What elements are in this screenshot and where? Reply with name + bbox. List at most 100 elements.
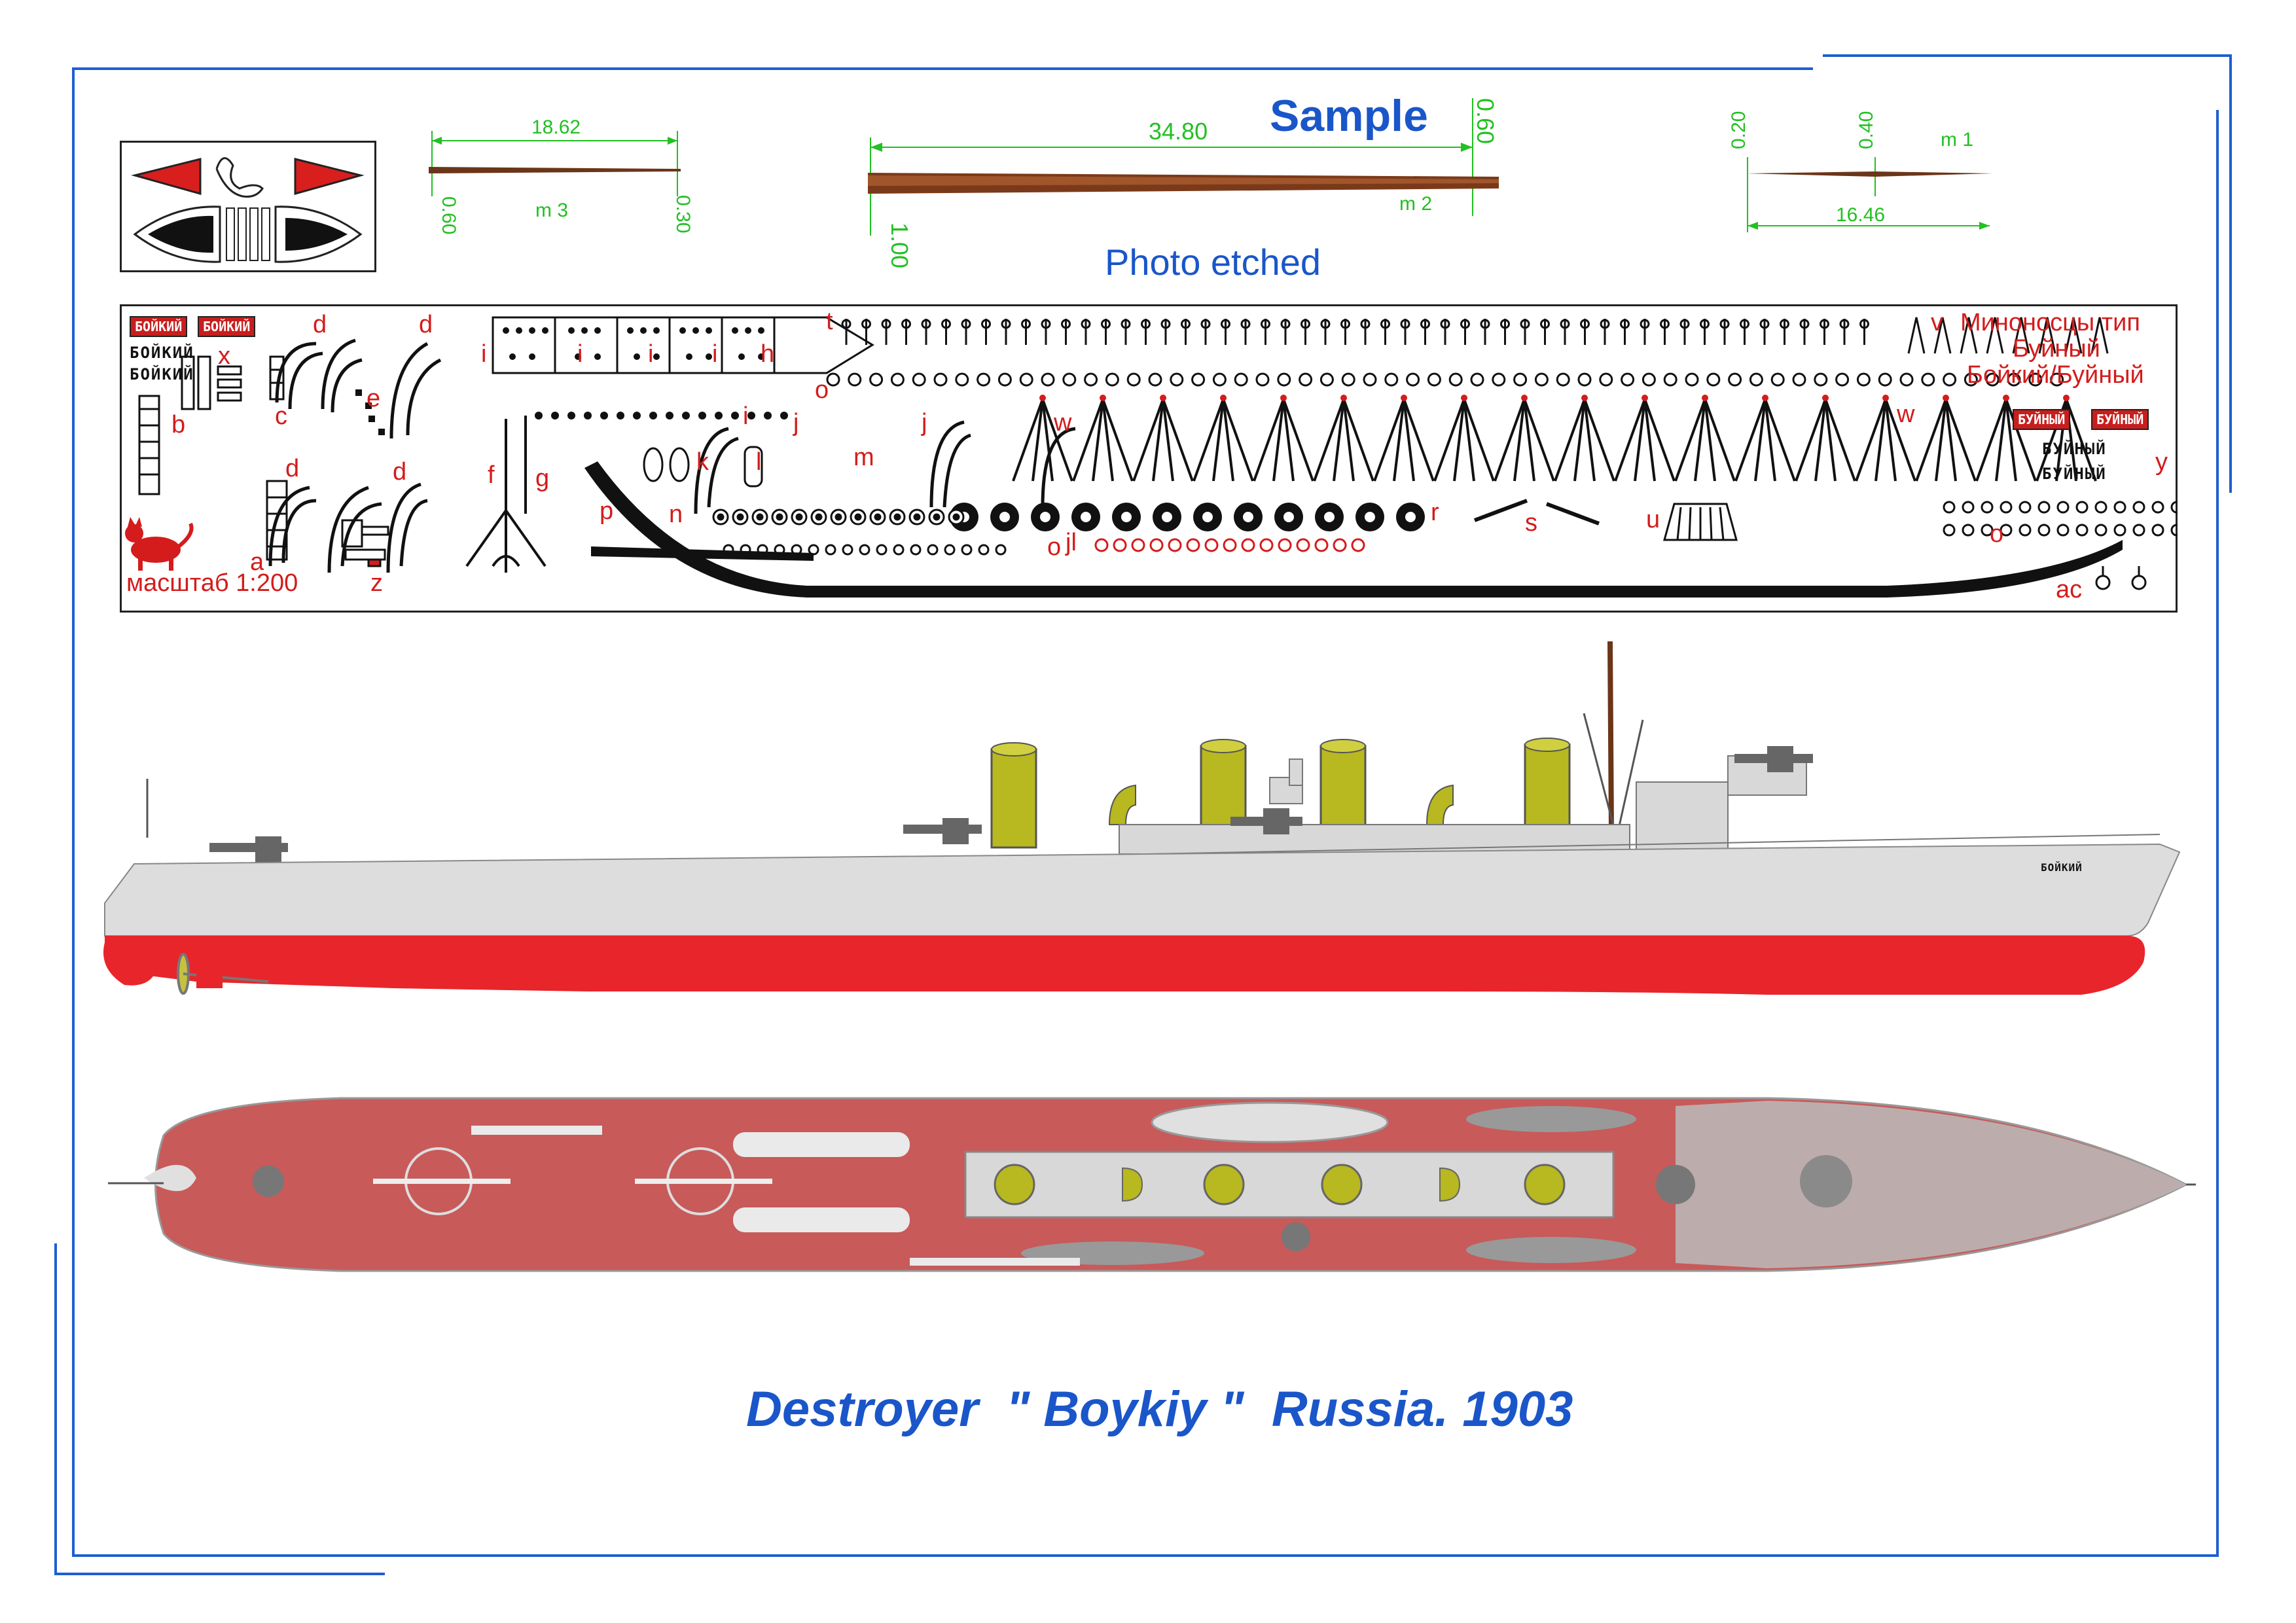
- deck-boat-3: [1466, 1237, 1636, 1263]
- funnel-tops: [994, 1164, 1566, 1205]
- part-letter-l: l: [756, 448, 762, 476]
- part-i-pins: [503, 327, 788, 419]
- nameplate-boykiy-1: БОЙКИЙ: [130, 316, 188, 337]
- deck-boat-1: [1151, 1101, 1389, 1143]
- part-letter-m: m: [853, 444, 874, 471]
- part-letter-i: i: [712, 340, 718, 368]
- part-letter-i: i: [743, 402, 749, 430]
- part-letter-w: w: [1897, 401, 1915, 428]
- mast-m3: [429, 131, 681, 196]
- photo-etched-label: Photo etched: [1105, 241, 1321, 283]
- part-letter-jl: jl: [1066, 529, 1077, 556]
- rudder: [103, 942, 157, 986]
- part-c-frames: [181, 355, 242, 410]
- m3-dia-left: 0.60: [438, 196, 459, 235]
- m2-dia-left: 1.00: [886, 223, 913, 269]
- deck-boat-2: [1466, 1106, 1636, 1132]
- part-letter-i: i: [577, 340, 583, 368]
- ship-side-profile: [103, 641, 2181, 995]
- stern-gratings: [144, 1165, 196, 1191]
- part-letter-d: d: [285, 455, 300, 482]
- part-letter-d: d: [313, 311, 327, 338]
- m3-length: 18.62: [531, 116, 581, 138]
- m2-length: 34.80: [1149, 118, 1208, 145]
- propeller: [177, 949, 269, 995]
- part-r-portholes: [950, 503, 1425, 531]
- torpedo-mounts: [373, 1147, 772, 1215]
- part-letter-ac: ac: [2056, 576, 2083, 603]
- hull-bottom: [105, 936, 2145, 995]
- part-letter-v: v: [1931, 309, 1943, 336]
- part-letter-n: n: [669, 501, 683, 528]
- part-letter-u: u: [1646, 506, 1660, 533]
- frame-accent-left: [54, 1243, 57, 1574]
- part-letter-i: i: [648, 340, 654, 368]
- part-t-stanchions: [841, 317, 2109, 354]
- m3-label: m 3: [535, 200, 569, 221]
- m2-label: m 2: [1399, 193, 1433, 215]
- part-letter-e: e: [367, 385, 381, 412]
- frame-left: [72, 67, 75, 1556]
- part-w-tripods: [1012, 395, 2097, 482]
- name-text-buyniy-1: БУЙНЫЙ: [2042, 440, 2107, 458]
- hull-topsides: [104, 843, 2181, 936]
- part-letter-g: g: [535, 465, 550, 492]
- deck-lockers: [471, 1126, 1080, 1266]
- part-letter-j: j: [922, 409, 927, 437]
- m1-length: 16.46: [1836, 204, 1886, 226]
- name-text-buyniy-2: БУЙНЫЙ: [2042, 465, 2107, 483]
- mast-m2: [868, 98, 1499, 236]
- ship-deck-plan: [108, 1097, 2196, 1272]
- frame-accent-top-right: [1823, 54, 2232, 57]
- boat-part-thumbnail: [120, 141, 376, 272]
- name-text-boykiy-1: БОЙКИЙ: [130, 344, 194, 362]
- deck-gun-mounts: [253, 1155, 1852, 1251]
- part-letter-h: h: [761, 340, 775, 368]
- name-text-boykiy-2: БОЙКИЙ: [130, 365, 194, 383]
- cat-logo: [125, 517, 194, 571]
- part-letter-o: o: [1047, 533, 1062, 561]
- m1-dia-mid: 0.40: [1856, 111, 1877, 149]
- part-n-rings: [712, 508, 1365, 552]
- part-letter-y: y: [2155, 448, 2168, 476]
- part-letter-k: k: [696, 448, 709, 476]
- engine-casing: [964, 1150, 1615, 1219]
- photo-etched-fret: [120, 304, 2178, 613]
- frame-bottom: [72, 1554, 2219, 1557]
- deck-guns: [209, 746, 1813, 863]
- part-letter-p: p: [600, 497, 614, 525]
- fret-title-line3: Бойкий/Буйный: [1967, 361, 2144, 389]
- mast-dimensions-drawing: [429, 98, 1993, 236]
- part-letter-o: o: [815, 376, 829, 404]
- part-p-long-rail: [584, 461, 2123, 597]
- fret-parts-drawing: [125, 316, 2178, 597]
- main-mast: [1607, 641, 1614, 832]
- ladder-parts: [138, 355, 288, 561]
- part-letter-a: a: [250, 548, 264, 576]
- nameplate-buyniy-1: БУЙНЫЙ: [2013, 409, 2071, 430]
- side-ship-name: БОЙКИЙ: [2041, 861, 2083, 874]
- frame-top: [72, 67, 1813, 70]
- part-letter-f: f: [488, 461, 495, 489]
- part-letter-i: i: [481, 340, 487, 368]
- nameplate-buyniy-2: БУЙНЫЙ: [2091, 409, 2149, 430]
- nameplate-boykiy-2: БОЙКИЙ: [198, 316, 256, 337]
- part-letter-o: o: [1990, 520, 2004, 548]
- davit-parts: [268, 338, 1076, 573]
- part-u-grille: [1663, 503, 1738, 541]
- m1-label: m 1: [1941, 129, 1974, 151]
- part-letter-r: r: [1431, 499, 1439, 526]
- frame-accent-bottom-left: [54, 1573, 385, 1575]
- drawing-caption: Destroyer " Boykiy " Russia. 1903: [746, 1382, 1573, 1437]
- m2-dia-right: 0.60: [1472, 98, 1499, 145]
- part-ac-bits: [2095, 566, 2147, 590]
- part-letter-j: j: [793, 409, 799, 437]
- part-f-tripod: [465, 416, 547, 573]
- part-letter-b: b: [171, 411, 186, 438]
- part-letter-s: s: [1525, 509, 1537, 537]
- frame-accent-right: [2229, 54, 2232, 493]
- mast-m1: [1746, 157, 1993, 232]
- frame-right: [2216, 110, 2219, 1556]
- part-letter-w: w: [1054, 409, 1072, 437]
- fret-title-line1: Миноносцы тип: [1960, 309, 2140, 336]
